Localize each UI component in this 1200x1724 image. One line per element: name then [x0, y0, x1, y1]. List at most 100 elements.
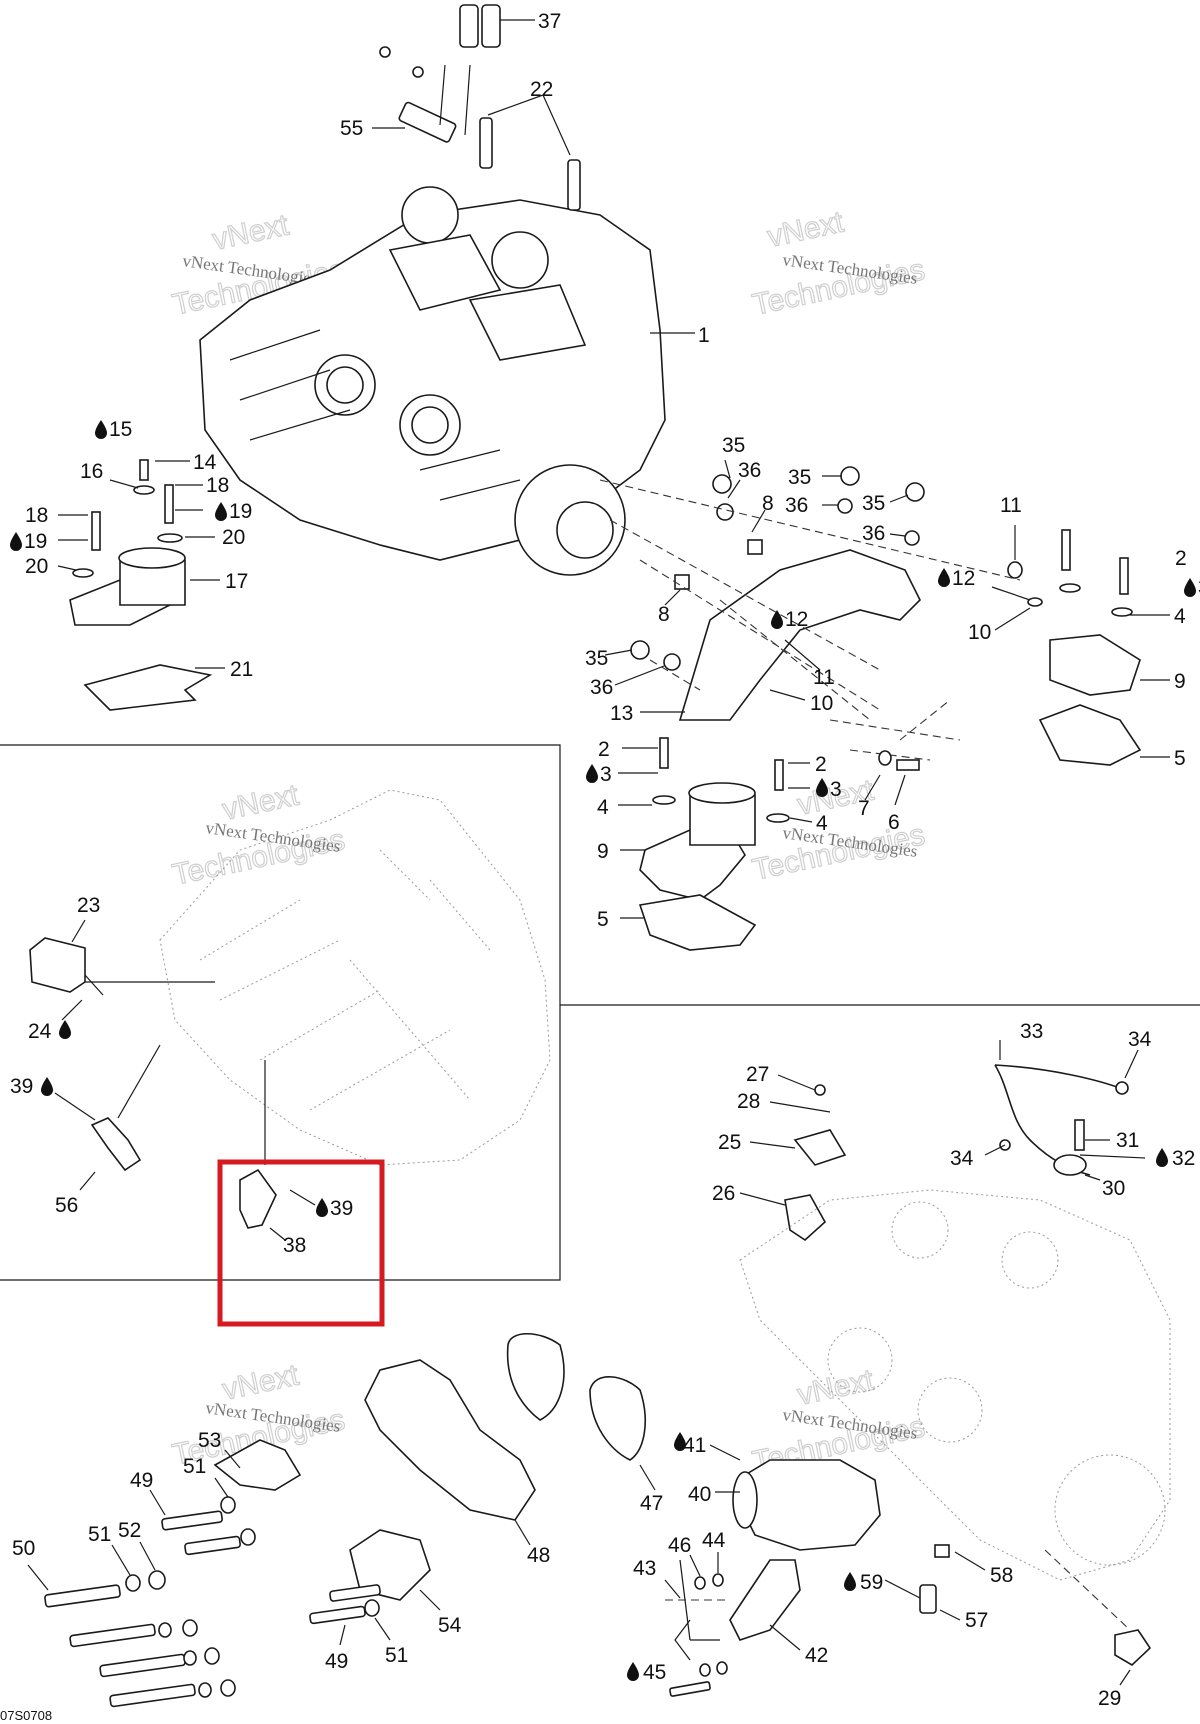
grommet	[716, 503, 734, 521]
callout-36: 36	[590, 676, 613, 699]
leader-35	[604, 649, 633, 656]
leader-45	[674, 1619, 691, 1661]
watermark-vnext: vNext	[220, 778, 303, 826]
spark-plug	[567, 159, 581, 211]
temperature-sensor	[29, 937, 86, 993]
leader-51	[214, 1477, 229, 1498]
oil-drop-icon	[215, 502, 227, 521]
bolt	[774, 759, 784, 791]
callout-39: 39	[330, 1197, 353, 1220]
washer	[1027, 597, 1043, 607]
bolt	[139, 459, 149, 481]
oil-drop-icon	[938, 568, 950, 587]
spacer	[747, 539, 763, 555]
leader-38	[269, 1227, 286, 1241]
callout-2: 2	[598, 738, 610, 761]
leader-36	[614, 665, 665, 686]
callout-38: 38	[283, 1234, 306, 1257]
callout-34: 34	[950, 1147, 974, 1170]
leader-59	[884, 1579, 921, 1599]
coil-stud	[464, 64, 471, 136]
callout-4: 4	[1174, 605, 1186, 628]
callout-32: 32	[1172, 1147, 1195, 1170]
starter-motor-40	[739, 1459, 881, 1551]
connector	[1053, 1154, 1087, 1176]
leader-49	[339, 1624, 346, 1646]
callout-10: 10	[968, 621, 991, 644]
nut	[716, 1661, 728, 1675]
document-code: 07S0708	[0, 1708, 52, 1723]
leader-51	[374, 1617, 391, 1641]
sensor-probe	[84, 974, 104, 996]
leader-4	[789, 817, 813, 823]
callout-53: 53	[198, 1429, 221, 1452]
washer-46	[694, 1576, 706, 1590]
leader-42	[769, 1624, 801, 1651]
callout-5: 5	[1174, 747, 1186, 770]
bolt-57	[919, 1584, 937, 1614]
callout-35: 35	[788, 466, 811, 489]
callout-27: 27	[746, 1063, 769, 1086]
right-mount-shim	[1038, 704, 1142, 766]
callout-22: 22	[530, 78, 553, 101]
callout-31: 31	[1116, 1129, 1139, 1152]
fitting-location-line	[117, 1044, 161, 1119]
callout-36: 36	[738, 459, 761, 482]
callout-17: 17	[225, 570, 248, 593]
spacer	[220, 1679, 236, 1697]
alignment-lines	[829, 699, 961, 761]
leader-58	[954, 1551, 986, 1571]
callout-10: 10	[810, 692, 833, 715]
engine-assembly-main	[199, 186, 666, 576]
bolt-small	[896, 759, 920, 771]
callout-15: 15	[109, 418, 132, 441]
spark-plug	[479, 117, 493, 169]
panel-frames	[0, 744, 1200, 1281]
leader-52	[139, 1541, 156, 1571]
leader-47	[639, 1464, 656, 1491]
bolt-49	[161, 1510, 223, 1531]
watermark-vnext: vNext	[765, 205, 848, 253]
callout-35: 35	[585, 647, 608, 670]
bolt	[91, 511, 101, 551]
leader-39	[289, 1189, 316, 1206]
leader-39	[54, 1092, 96, 1121]
leader-7	[864, 774, 881, 801]
callout-25: 25	[718, 1131, 741, 1154]
callout-12: 12	[785, 608, 808, 631]
cylinder-head-cap	[491, 231, 549, 289]
callout-4: 4	[816, 812, 828, 835]
ground-terminal	[1115, 1081, 1129, 1095]
washer	[183, 1650, 197, 1666]
bolt-head	[412, 66, 424, 78]
starter-cover-42	[729, 1559, 801, 1641]
ghost-throttle	[917, 1377, 983, 1443]
oil-drop-icon	[674, 1432, 686, 1451]
bolt	[184, 1535, 241, 1556]
callout-20: 20	[222, 526, 245, 549]
engine-detail-lines	[229, 329, 521, 501]
callout-4: 4	[597, 796, 609, 819]
oil-drop-icon	[816, 778, 828, 797]
callout-9: 9	[1174, 670, 1186, 693]
washer	[157, 533, 183, 543]
leader-36	[727, 479, 741, 499]
callout-51: 51	[88, 1523, 111, 1546]
leader-57	[939, 1609, 961, 1621]
callout-13: 13	[610, 702, 633, 725]
washer-51	[364, 1599, 380, 1617]
callout-51: 51	[183, 1455, 206, 1478]
callout-59: 59	[860, 1571, 883, 1594]
gasket-47	[589, 1376, 646, 1461]
sensor-25	[793, 1129, 847, 1166]
callout-9: 9	[597, 840, 609, 863]
callout-56: 56	[55, 1194, 78, 1217]
callout-52: 52	[118, 1519, 141, 1542]
callout-16: 16	[80, 460, 103, 483]
callout-23: 23	[77, 894, 100, 917]
callout-48: 48	[527, 1544, 550, 1567]
washer	[699, 1663, 711, 1677]
straight-fitting-38	[239, 1168, 277, 1229]
bolt-50	[44, 1584, 121, 1608]
